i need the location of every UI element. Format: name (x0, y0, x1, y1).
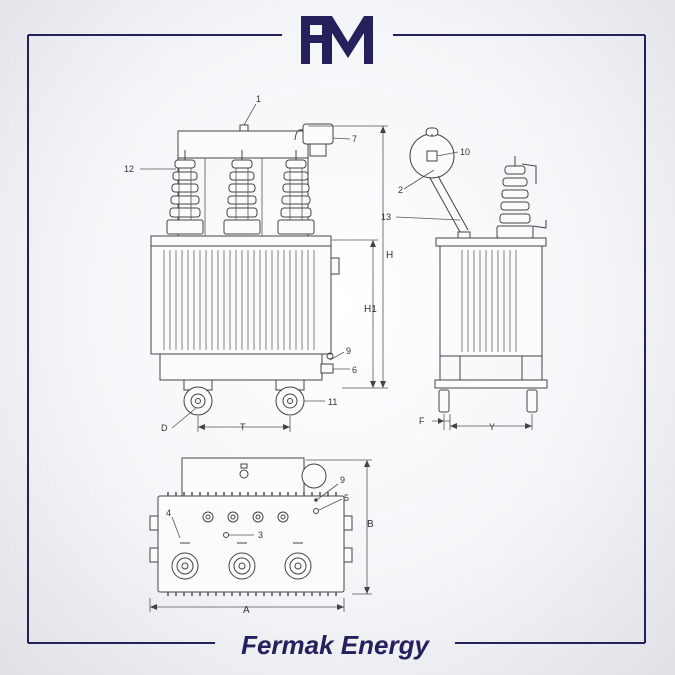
tank-cover (150, 235, 332, 247)
wheel-right (275, 379, 305, 416)
label-11: 11 (328, 397, 337, 407)
label-4: 4 (166, 508, 171, 518)
label-13: 13 (381, 212, 391, 222)
radiator-fins (163, 250, 315, 350)
dim-h (308, 125, 388, 389)
labels: 1 7 12 10 2 13 H H1 9 6 11 D T F Y 9 5 4… (124, 94, 495, 616)
side-tank-body (439, 245, 543, 357)
label-9: 9 (346, 346, 351, 356)
frame (27, 34, 646, 644)
label-6: 6 (352, 365, 357, 375)
tank-base (159, 353, 323, 381)
dim-t (197, 416, 291, 432)
top-view (149, 457, 372, 612)
lv-bushings (202, 511, 289, 523)
label-7: 7 (352, 134, 357, 144)
label-10: 10 (460, 147, 470, 157)
label-d: D (161, 423, 168, 433)
label-5: 5 (344, 493, 349, 503)
label-9-top: 9 (340, 475, 345, 485)
front-view (140, 103, 388, 432)
brand-name: Fermak Energy (241, 630, 430, 660)
bushing-left (166, 150, 204, 235)
label-y: Y (489, 422, 495, 432)
bushing-side (496, 156, 547, 239)
label-1: 1 (256, 94, 261, 104)
wheel-left (183, 379, 213, 416)
conservator-box (177, 130, 309, 159)
bushing-right (277, 150, 315, 235)
bushing-center (223, 150, 261, 235)
label-b: B (367, 519, 374, 530)
side-view (395, 127, 548, 430)
label-t: T (240, 422, 246, 432)
label-3: 3 (258, 530, 263, 540)
label-h1: H1 (364, 304, 377, 315)
dim-a (149, 598, 345, 612)
fm-logo (301, 16, 373, 64)
label-2: 2 (398, 185, 403, 195)
label-a: A (243, 605, 250, 616)
tank-body (150, 245, 332, 355)
label-12: 12 (124, 164, 134, 174)
label-f: F (419, 416, 425, 426)
label-h: H (386, 250, 393, 261)
hv-bushings (171, 542, 312, 580)
dim-b (306, 459, 372, 595)
dim-y (432, 414, 533, 430)
